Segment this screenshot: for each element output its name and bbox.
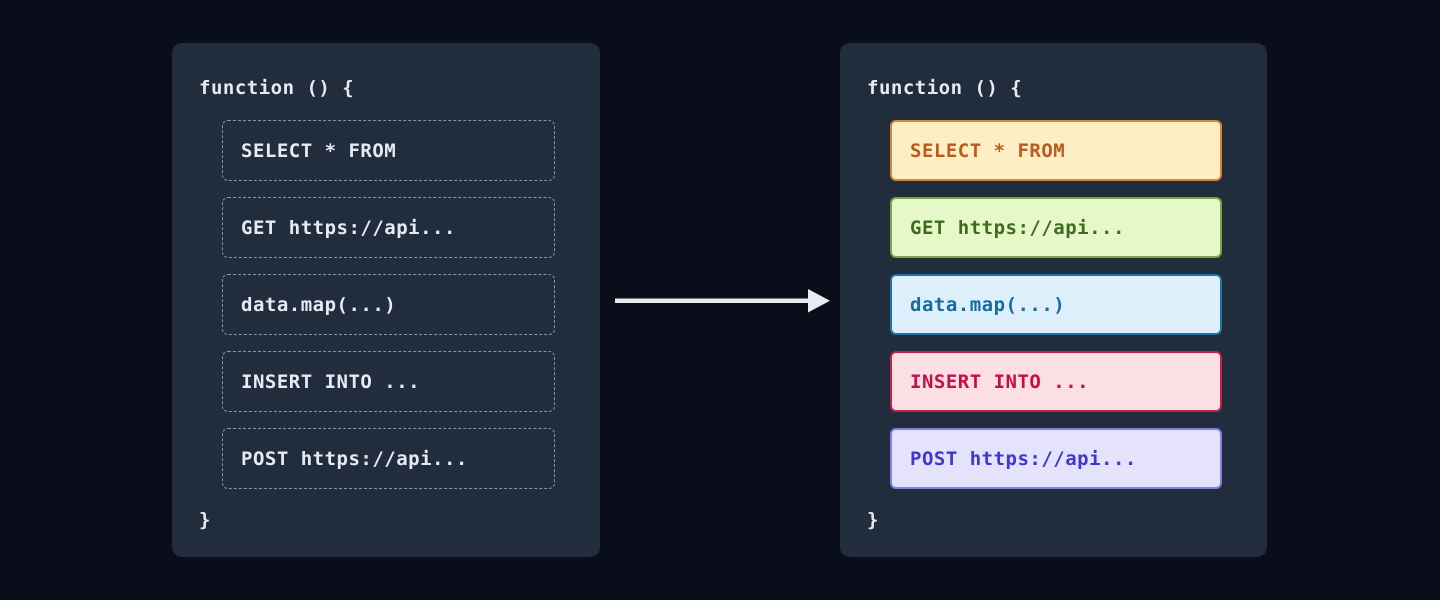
after-panel: function () { SELECT * FROM GET https://… (840, 43, 1267, 557)
code-snippet: data.map(...) (241, 293, 397, 316)
before-panel: function () { SELECT * FROM GET https://… (172, 43, 600, 557)
code-snippet: POST https://api... (910, 447, 1137, 470)
code-snippet: POST https://api... (241, 447, 468, 470)
code-snippet: GET https://api... (241, 216, 456, 239)
after-block-insert: INSERT INTO ... (890, 351, 1222, 412)
code-snippet: INSERT INTO ... (241, 370, 421, 393)
right-arrow-icon (615, 289, 830, 313)
before-block-select: SELECT * FROM (222, 120, 555, 181)
before-function-close: } (199, 509, 211, 531)
before-block-get: GET https://api... (222, 197, 555, 258)
after-block-post: POST https://api... (890, 428, 1222, 489)
code-snippet: SELECT * FROM (241, 139, 397, 162)
before-block-insert: INSERT INTO ... (222, 351, 555, 412)
code-snippet: INSERT INTO ... (910, 370, 1090, 393)
after-block-select: SELECT * FROM (890, 120, 1222, 181)
code-snippet: SELECT * FROM (910, 139, 1066, 162)
before-block-map: data.map(...) (222, 274, 555, 335)
after-blocks: SELECT * FROM GET https://api... data.ma… (890, 120, 1222, 489)
after-block-map: data.map(...) (890, 274, 1222, 335)
code-snippet: data.map(...) (910, 293, 1066, 316)
before-block-post: POST https://api... (222, 428, 555, 489)
after-function-open: function () { (867, 77, 1023, 99)
code-snippet: GET https://api... (910, 216, 1125, 239)
after-function-close: } (867, 509, 879, 531)
before-function-open: function () { (199, 77, 355, 99)
before-blocks: SELECT * FROM GET https://api... data.ma… (222, 120, 555, 489)
after-block-get: GET https://api... (890, 197, 1222, 258)
